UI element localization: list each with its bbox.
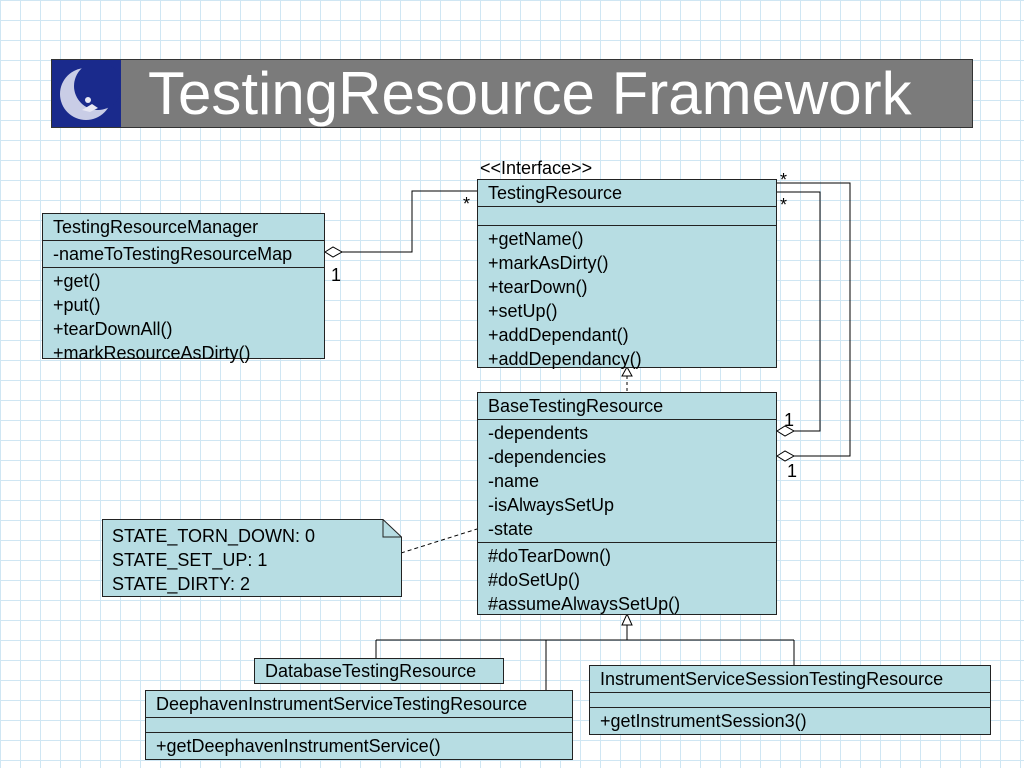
- method: +setUp(): [488, 301, 558, 321]
- dependents-aggregation-diamond: [776, 425, 796, 437]
- methods-section: #doTearDown() #doSetUp() #assumeAlwaysSe…: [478, 542, 776, 617]
- method: +markAsDirty(): [488, 253, 609, 273]
- method: +put(): [53, 295, 101, 315]
- method: +getName(): [488, 229, 584, 249]
- class-session-testing-resource: InstrumentServiceSessionTestingResource …: [589, 665, 991, 735]
- attribute: -nameToTestingResourceMap: [53, 244, 293, 264]
- method: +tearDownAll(): [53, 319, 173, 339]
- class-name-section: DatabaseTestingResource: [255, 659, 503, 683]
- moon-reader-logo-icon: [52, 60, 122, 127]
- method: +addDependancy(): [488, 349, 642, 369]
- dependencies-aggregation-diamond: [776, 450, 796, 462]
- realization-arrowhead: [621, 365, 633, 377]
- multiplicity-manager-many: *: [463, 194, 471, 214]
- state-note: STATE_TORN_DOWN: 0 STATE_SET_UP: 1 STATE…: [102, 519, 402, 597]
- multiplicity-manager-one: 1: [331, 265, 342, 285]
- multiplicity-dependents-one: 1: [784, 410, 795, 430]
- multiplicity-dependents-many: *: [780, 195, 788, 215]
- note-text: STATE_TORN_DOWN: 0 STATE_SET_UP: 1 STATE…: [112, 524, 315, 596]
- class-name-section: BaseTestingResource: [478, 393, 776, 419]
- multiplicity-dependencies-many: *: [780, 170, 788, 190]
- attribute: -state: [488, 519, 534, 539]
- class-name-section: TestingResourceManager: [43, 214, 324, 240]
- attributes-section: [146, 717, 572, 732]
- class-name: DatabaseTestingResource: [265, 661, 477, 681]
- method: +markResourceAsDirty(): [53, 343, 251, 363]
- class-name: DeephavenInstrumentServiceTestingResourc…: [156, 694, 528, 714]
- note-line: STATE_DIRTY: 2: [112, 574, 251, 594]
- class-name: TestingResourceManager: [53, 217, 259, 237]
- method: #doTearDown(): [488, 546, 612, 566]
- class-name: TestingResource: [488, 183, 623, 203]
- note-link-line: [400, 528, 478, 554]
- method: #assumeAlwaysSetUp(): [488, 594, 681, 614]
- slide-title: TestingResource Framework: [148, 60, 912, 127]
- manager-aggregation-diamond: [324, 246, 344, 258]
- manager-association-line: [342, 190, 478, 253]
- method: +getDeephavenInstrumentService(): [156, 736, 441, 756]
- interface-stereotype: <<Interface>>: [480, 158, 593, 178]
- class-testing-resource: TestingResource +getName() +markAsDirty(…: [477, 179, 777, 369]
- dependents-association-line: [776, 191, 821, 432]
- note-line: STATE_TORN_DOWN: 0: [112, 526, 316, 546]
- method: +addDependant(): [488, 325, 629, 345]
- class-name: InstrumentServiceSessionTestingResource: [600, 669, 944, 689]
- attributes-section: -nameToTestingResourceMap: [43, 240, 324, 267]
- attribute: -name: [488, 471, 540, 491]
- class-base-testing-resource: BaseTestingResource -dependents -depende…: [477, 392, 777, 615]
- methods-section: +getDeephavenInstrumentService(): [146, 732, 572, 759]
- method: +get(): [53, 271, 101, 291]
- method: #doSetUp(): [488, 570, 581, 590]
- method: +getInstrumentSession3(): [600, 711, 807, 731]
- multiplicity-dependencies-one: 1: [787, 461, 798, 481]
- methods-section: +get() +put() +tearDownAll() +markResour…: [43, 267, 324, 366]
- methods-section: +getName() +markAsDirty() +tearDown() +s…: [478, 225, 776, 372]
- method: +tearDown(): [488, 277, 588, 297]
- attribute: -dependencies: [488, 447, 607, 467]
- attributes-section: -dependents -dependencies -name -isAlway…: [478, 419, 776, 542]
- title-bar: TestingResource Framework: [51, 59, 973, 128]
- attributes-section: [590, 692, 990, 707]
- class-name: BaseTestingResource: [488, 396, 664, 416]
- attribute: -dependents: [488, 423, 589, 443]
- attribute: -isAlwaysSetUp: [488, 495, 615, 515]
- class-name-section: TestingResource: [478, 180, 776, 206]
- class-name-section: DeephavenInstrumentServiceTestingResourc…: [146, 691, 572, 717]
- dependencies-association-line: [776, 182, 851, 457]
- class-deephaven-testing-resource: DeephavenInstrumentServiceTestingResourc…: [145, 690, 573, 760]
- class-database-testing-resource: DatabaseTestingResource: [254, 658, 504, 684]
- class-name-section: InstrumentServiceSessionTestingResource: [590, 666, 990, 692]
- methods-section: +getInstrumentSession3(): [590, 707, 990, 734]
- attributes-section: [478, 206, 776, 225]
- note-line: STATE_SET_UP: 1: [112, 550, 268, 570]
- class-testing-resource-manager: TestingResourceManager -nameToTestingRes…: [42, 213, 325, 363]
